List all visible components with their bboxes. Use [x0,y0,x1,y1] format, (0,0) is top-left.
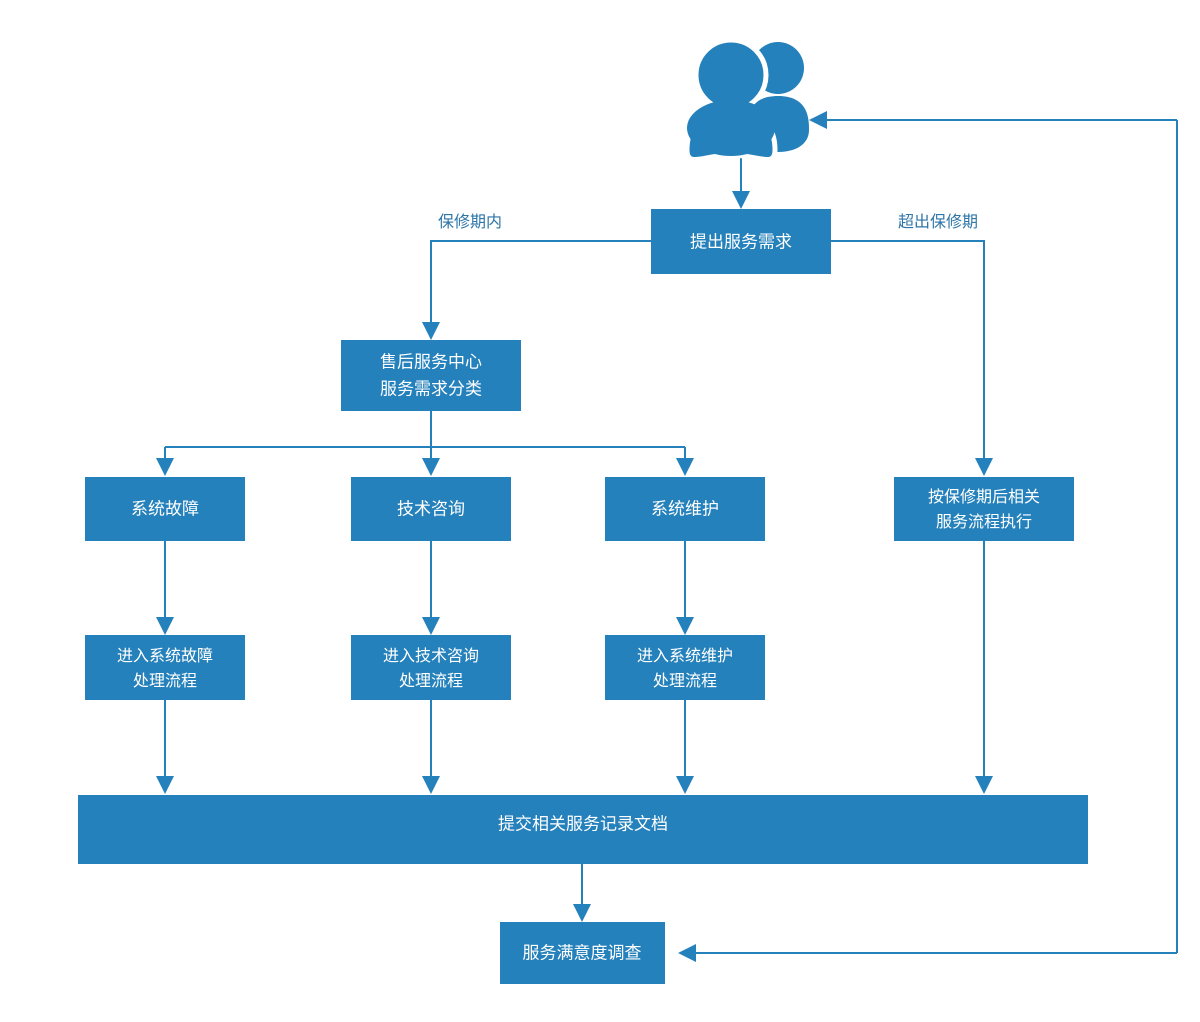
node-service-center[interactable]: 售后服务中心 服务需求分类 [341,340,521,411]
connector-center-split [156,411,694,476]
node-maintain-process-label-line2: 处理流程 [653,672,717,690]
node-satisfaction-survey-label: 服务满意度调查 [523,943,642,962]
connector-request-to-out-of-warranty [831,240,993,476]
node-system-fault[interactable]: 系统故障 [85,477,245,541]
node-fault-process-label-line1: 进入系统故障 [117,647,213,665]
node-system-maintain[interactable]: 系统维护 [605,477,765,541]
connector-consult-process-to-submit [422,700,440,794]
node-system-maintain-label: 系统维护 [651,499,719,518]
node-submit-document[interactable]: 提交相关服务记录文档 [78,795,1088,864]
node-tech-consult[interactable]: 技术咨询 [351,477,511,541]
node-request-label: 提出服务需求 [690,232,792,251]
node-fault-process[interactable]: 进入系统故障 处理流程 [85,635,245,700]
connector-consult-to-consult-process [422,541,440,635]
connector-satisfaction-feedback-loop [678,111,1178,962]
connector-submit-to-satisfaction [573,864,591,922]
node-request[interactable]: 提出服务需求 [651,209,831,274]
node-out-of-warranty-label-line2: 服务流程执行 [936,513,1032,531]
node-submit-document-label: 提交相关服务记录文档 [498,814,668,833]
node-consult-process-label-line2: 处理流程 [399,672,463,690]
connector-maintain-to-maintain-process [676,541,694,635]
node-service-center-label-line2: 服务需求分类 [380,379,482,398]
edge-label-in-warranty: 保修期内 [438,213,502,231]
node-maintain-process-label-line1: 进入系统维护 [637,647,733,665]
node-consult-process-label-line1: 进入技术咨询 [383,647,479,665]
node-service-center-label-line1: 售后服务中心 [380,352,482,371]
node-consult-process[interactable]: 进入技术咨询 处理流程 [351,635,511,700]
node-system-fault-label: 系统故障 [131,499,199,518]
node-maintain-process[interactable]: 进入系统维护 处理流程 [605,635,765,700]
connector-request-to-center [422,240,651,340]
connector-fault-to-fault-process [156,541,174,635]
node-tech-consult-label: 技术咨询 [397,499,465,518]
node-out-of-warranty[interactable]: 按保修期后相关 服务流程执行 [894,477,1074,541]
edge-label-over-warranty: 超出保修期 [898,213,978,231]
connector-maintain-process-to-submit [676,700,694,794]
people-icon [684,37,809,162]
node-out-of-warranty-label-line1: 按保修期后相关 [928,488,1040,506]
node-fault-process-label-line2: 处理流程 [133,672,197,690]
connector-fault-process-to-submit [156,700,174,794]
node-satisfaction-survey[interactable]: 服务满意度调查 [500,922,665,984]
connector-out-of-warranty-to-submit [975,541,993,794]
